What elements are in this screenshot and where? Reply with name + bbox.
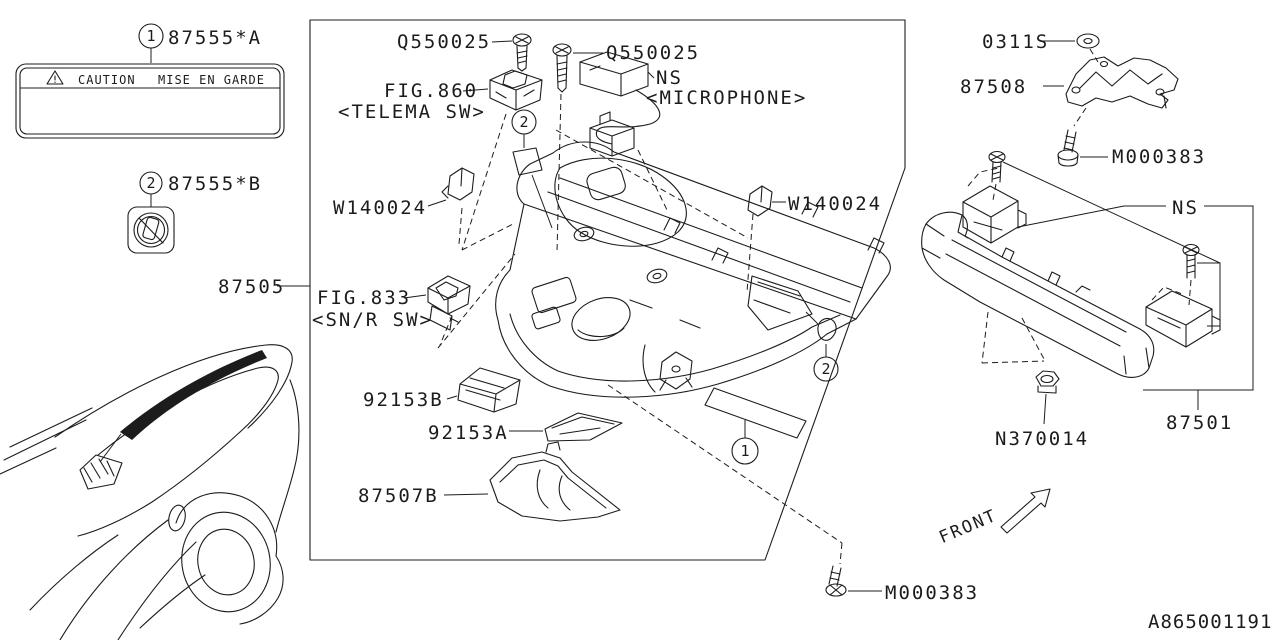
part-label-telema-sw: <TELEMA SW> [338, 101, 486, 123]
grommet-icon [1076, 33, 1100, 49]
ref1-marker: 1 [704, 387, 807, 465]
bracket-87507b-drawing [489, 441, 621, 522]
ref2-marker-left: 2 [511, 109, 553, 229]
sunroof-switch-drawing [427, 275, 471, 331]
part-label-87507b: 87507B [358, 485, 439, 507]
overhead-console-drawing [437, 93, 891, 565]
camera-bracket-group: 0311S 87508 M000383 [960, 31, 1206, 168]
part-label-w140024-right: W140024 [788, 193, 882, 215]
telema-switch-drawing [489, 69, 543, 111]
part-label-q550025-right: Q550025 [606, 42, 700, 64]
part-label-87555B: 87555*B [168, 173, 262, 195]
part-label-87555A: 87555*A [168, 27, 262, 49]
part-label-snr-sw: <SN/R SW> [312, 309, 433, 331]
lens-92153b-callout: 92153B [363, 367, 521, 413]
part-label-fig833: FIG.833 [317, 287, 411, 309]
clip-callout-left: W140024 [333, 167, 475, 219]
nut-icon [1035, 370, 1060, 394]
part-label-m000383-top: M000383 [1112, 146, 1206, 168]
ref2-marker-right: 2 [805, 311, 839, 382]
camera-bracket-drawing [1065, 56, 1179, 109]
phone-label-detail: 2 87555*B [127, 171, 262, 254]
ref-circle-2-right: 2 [821, 360, 830, 378]
caution-label-detail: 1 87555*A CAUTION MISE EN GARDE [15, 23, 285, 139]
part-label-87508: 87508 [960, 76, 1027, 98]
drawing-number: A865001191 [1148, 611, 1272, 633]
part-label-q550025-left: Q550025 [397, 31, 491, 53]
part-label-92153b: 92153B [363, 389, 444, 411]
caution-text-fr: MISE EN GARDE [158, 73, 265, 87]
front-label: FRONT [936, 506, 1000, 548]
ref-circle-1: 1 [146, 27, 155, 45]
clip-icon [441, 167, 475, 201]
lens-92153a-callout: 92153A [428, 412, 623, 444]
screw-icon [1182, 243, 1200, 279]
bracket-87507b-callout: 87507B [358, 441, 621, 522]
part-label-w140024-left: W140024 [333, 197, 427, 219]
part-label-microphone: <MICROPHONE> [646, 87, 807, 109]
clip-icon [747, 185, 773, 217]
lens-92153b-drawing [457, 367, 521, 413]
part-label-fig860: FIG.860 [384, 80, 478, 102]
part-label-92153a: 92153A [428, 422, 509, 444]
microphone-drawing [579, 51, 661, 157]
part-label-87505: 87505 [218, 276, 285, 298]
clip-callout-right: W140024 [747, 185, 882, 217]
screw-icon [988, 150, 1006, 183]
front-arrow-icon [1000, 488, 1051, 534]
mount-location-hatch [79, 433, 123, 490]
telema-switch-callout: FIG.860 <TELEMA SW> [338, 69, 543, 123]
sunroof-switch-callout: FIG.833 <SN/R SW> [312, 275, 471, 331]
part-label-m000383-bottom: M000383 [885, 582, 979, 604]
front-arrow: FRONT [936, 488, 1051, 548]
part-label-ns-mic: NS [656, 67, 683, 89]
car-location-view [0, 344, 300, 640]
part-label-n370014: N370014 [995, 428, 1089, 450]
screw-callout-left: Q550025 [397, 31, 532, 72]
ref-circle-2: 2 [146, 174, 155, 192]
part-label-0311s: 0311S [982, 31, 1049, 53]
bolt-icon [825, 565, 847, 597]
part-label-ns-covers: NS [1172, 197, 1199, 219]
cover-87501-drawing [921, 211, 1155, 378]
warning-triangle-icon [46, 70, 64, 85]
ref-circle-2-left: 2 [519, 113, 528, 131]
microphone-callout: NS <MICROPHONE> [579, 51, 807, 157]
screw-icon [512, 33, 532, 72]
part-label-87501: 87501 [1166, 412, 1233, 434]
screw-icon [552, 43, 572, 93]
bolt-callout-bottom: M000383 [825, 565, 979, 604]
location-pointer-swoosh [120, 350, 267, 440]
no-phone-prohibition-icon [127, 206, 175, 254]
bolt-icon [1057, 129, 1079, 167]
caution-text-en: CAUTION [78, 73, 136, 87]
lens-92153a-drawing [544, 412, 623, 442]
ref-circle-1-box: 1 [740, 442, 749, 460]
cover-assembly-group: NS [921, 150, 1254, 450]
console-frame: 87505 [218, 19, 906, 561]
cover-ns-lower-drawing [1145, 290, 1221, 348]
